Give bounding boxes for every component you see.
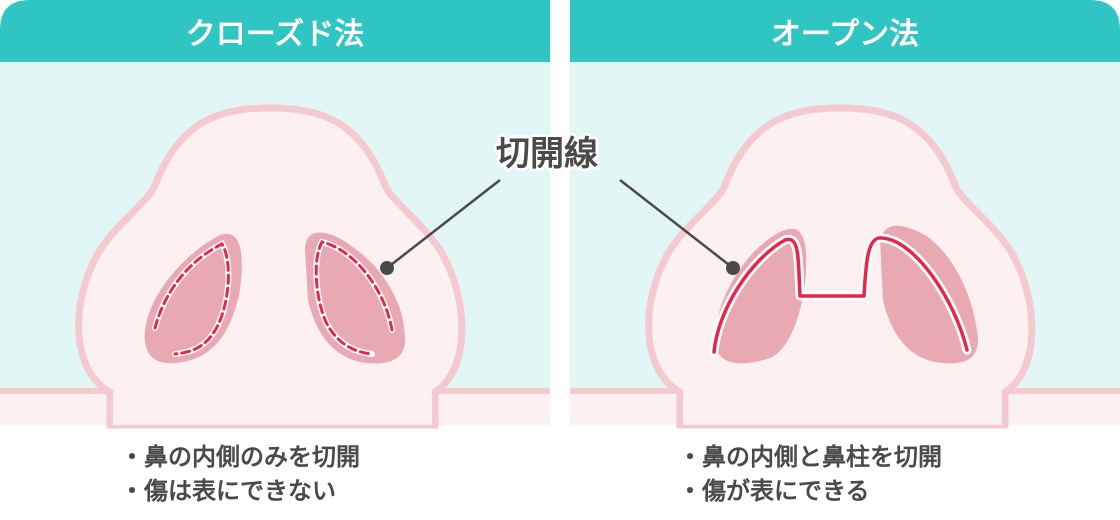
bullet-item: ・鼻の内側と鼻柱を切開 <box>678 443 942 471</box>
nose-closed <box>0 62 550 425</box>
bullet-item: ・傷は表にできない <box>120 477 336 505</box>
callout-dot-left <box>380 261 394 275</box>
incision-line-closed-right <box>314 240 394 356</box>
title-closed-method: クローズド法 <box>185 17 365 52</box>
bullet-item: ・傷が表にできる <box>678 477 870 505</box>
title-open-method: オープン法 <box>770 17 920 52</box>
callout-line-left <box>386 179 501 269</box>
bullets-open: ・鼻の内側と鼻柱を切開 ・傷が表にできる <box>678 440 942 508</box>
right-nostril-open <box>880 225 978 364</box>
header-bar-open <box>570 0 1120 62</box>
callout-dot-right <box>726 261 740 275</box>
bullets-closed: ・鼻の内側のみを切開 ・傷は表にできない <box>120 440 360 508</box>
left-nostril-open <box>715 228 807 364</box>
callout-line-right <box>619 179 734 269</box>
incision-line-open <box>712 236 969 354</box>
callout-label: 切開線 <box>496 134 598 174</box>
incision-line-closed-left <box>153 242 230 356</box>
header-bar-closed <box>0 0 550 62</box>
bullet-item: ・鼻の内側のみを切開 <box>120 443 360 471</box>
nose-open <box>570 62 1120 425</box>
